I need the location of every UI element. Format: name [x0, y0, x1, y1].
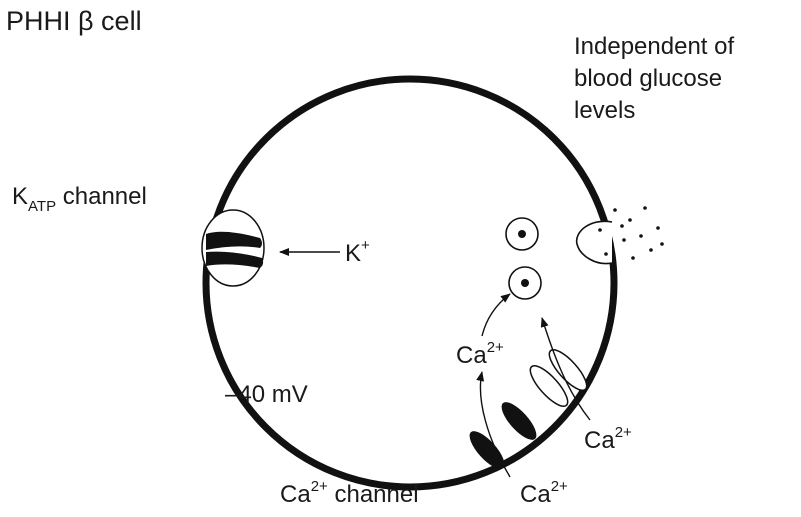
katp-channel-lower-subunit: [206, 251, 264, 268]
calcium-influx-arrow-lower: [476, 371, 511, 478]
calcium-ion-label-inside: Ca2+: [456, 339, 504, 369]
katp-channel: [201, 209, 265, 287]
calcium-channels: [469, 349, 588, 469]
granule-core-upper: [518, 230, 526, 238]
calcium-influx-arrow-to-granule-left: [481, 293, 511, 337]
calcium-channel-closed-right: [501, 402, 537, 440]
calcium-channel-closed-left: [469, 431, 505, 469]
katp-channel-upper-subunit: [206, 231, 262, 250]
cell-membrane: [202, 75, 618, 491]
calcium-ion-label-bottom: Ca2+: [520, 478, 568, 508]
note-line-3: levels: [574, 97, 635, 124]
calcium-ion-label-right: Ca2+: [584, 424, 632, 454]
katp-channel-label: KATP channel: [12, 183, 147, 215]
granule-core-lower: [521, 279, 529, 287]
calcium-channel-label: Ca2+ channel: [280, 478, 419, 508]
note-line-2: blood glucose: [574, 65, 722, 92]
calcium-influx-arrow-to-granule-right: [540, 317, 591, 421]
note-line-1: Independent of: [574, 33, 734, 60]
insulin-granules: [505, 217, 542, 300]
released-insulin-dots: [598, 206, 664, 260]
katp-channel-outline: [201, 209, 265, 287]
calcium-channel-open-right: [548, 349, 588, 391]
calcium-channel-open-left: [529, 365, 569, 407]
diagram-title: PHHI β cell: [6, 6, 142, 36]
exocytosis-pocket: [575, 220, 613, 265]
independent-note: Independent of blood glucose levels: [574, 33, 734, 124]
potassium-label: K+: [345, 237, 370, 267]
membrane-potential-label: –40 mV: [225, 381, 308, 408]
